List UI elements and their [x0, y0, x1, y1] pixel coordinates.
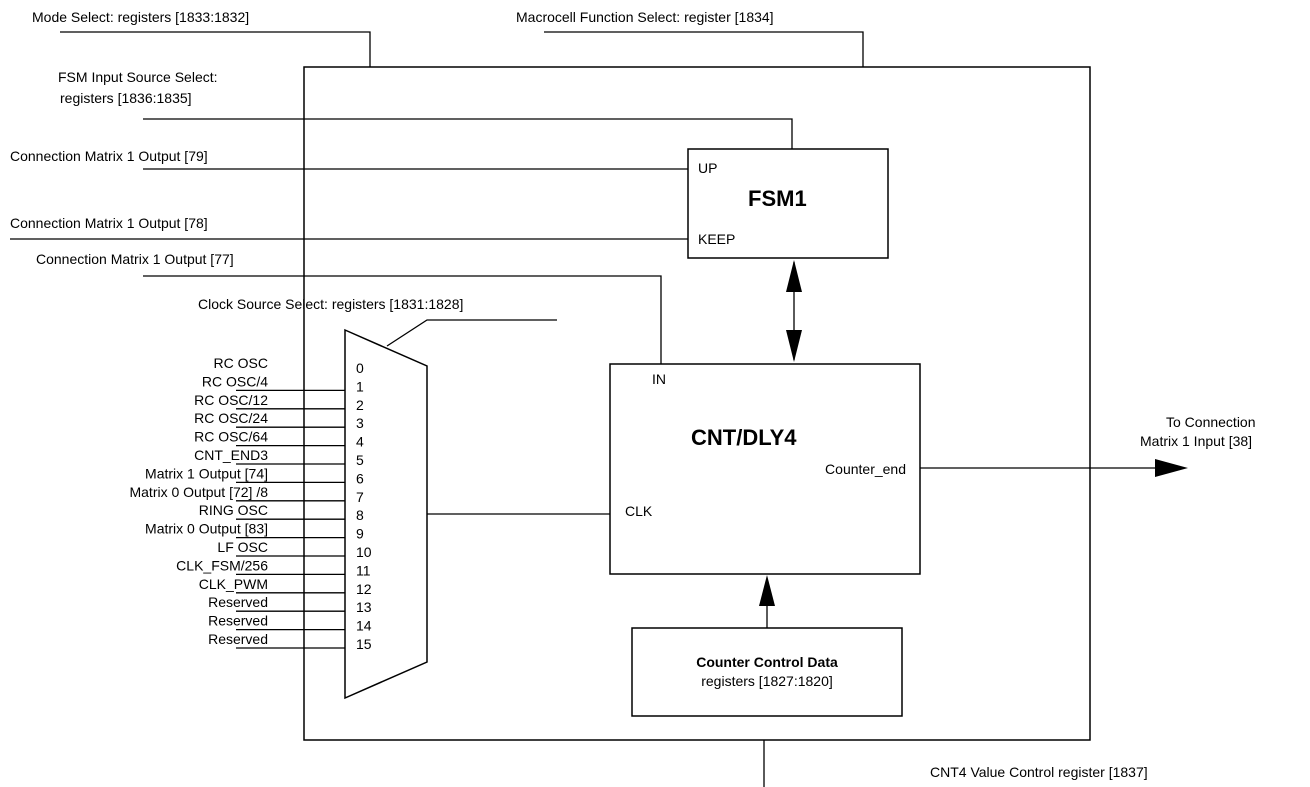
- fsm-input-label-2: registers [1836:1835]: [60, 90, 192, 106]
- mux-input-index: 4: [356, 434, 364, 450]
- mux-input-index: 12: [356, 581, 372, 597]
- mux-input-index: 11: [356, 562, 371, 578]
- cnt4-value-control-label: CNT4 Value Control register [1837]: [930, 764, 1148, 780]
- clock-source-select-lead: [386, 319, 557, 347]
- fsm-input-lead: [143, 118, 793, 149]
- mux-input-label: Reserved: [208, 613, 268, 629]
- fsm1-block: [687, 148, 889, 259]
- mux-input-label: Matrix 0 Output [72] /8: [129, 484, 268, 500]
- mux-input-index: 8: [356, 507, 364, 523]
- mux-input-label: Reserved: [208, 631, 268, 647]
- mux-input-label: RING OSC: [199, 502, 268, 518]
- fsm-input-label-1: FSM Input Source Select:: [58, 69, 218, 85]
- cm-output-77-line: [143, 275, 662, 364]
- mux-input-index: 14: [356, 618, 372, 634]
- mux-input-index: 1: [356, 378, 364, 394]
- counter-control-data-registers: registers [1827:1820]: [701, 673, 833, 689]
- mux-input-index: 5: [356, 452, 364, 468]
- counter-end-arrowhead: [1155, 459, 1188, 477]
- mux-input-index: 10: [356, 544, 372, 560]
- fsm1-title: FSM1: [748, 186, 807, 211]
- clock-mux: [344, 328, 428, 700]
- fsm-cnt-arrow-up: [786, 260, 802, 292]
- mux-input-label: RC OSC/12: [194, 392, 268, 408]
- mux-input-label: RC OSC/24: [194, 410, 268, 426]
- mode-select-label: Mode Select: registers [1833:1832]: [32, 9, 249, 25]
- clock-source-select-label: Clock Source Select: registers [1831:182…: [198, 296, 463, 312]
- macrocell-boundary: [303, 66, 1091, 741]
- counter-control-data-title: Counter Control Data: [696, 654, 838, 670]
- fsm-cnt-arrow-down: [786, 330, 802, 362]
- mux-input-label: Matrix 1 Output [74]: [145, 465, 268, 481]
- to-connection-label-1: To Connection: [1166, 414, 1256, 430]
- macrocell-select-lead: [544, 31, 864, 67]
- mux-input-label: RC OSC/64: [194, 429, 268, 445]
- mux-input-label: CNT_END3: [194, 447, 268, 463]
- mux-input-index: 13: [356, 599, 372, 615]
- cm-output-77-label: Connection Matrix 1 Output [77]: [36, 251, 234, 267]
- mux-input-label: RC OSC: [214, 355, 268, 371]
- cnt-dly4-port-in: IN: [652, 371, 666, 387]
- mux-input-label: RC OSC/4: [202, 373, 268, 389]
- mux-input-index: 7: [356, 489, 364, 505]
- mode-select-lead: [60, 31, 371, 67]
- to-connection-label-2: Matrix 1 Input [38]: [1140, 433, 1252, 449]
- clock-mux-inputs: RC OSC 0 RC OSC/4 1 RC OSC/12 2 RC OSC/24 3 RC O…: [129, 355, 371, 652]
- mux-input-label: CLK_FSM/256: [176, 557, 268, 573]
- cm-output-78-label: Connection Matrix 1 Output [78]: [10, 215, 208, 231]
- counter-control-data-block: [631, 627, 903, 717]
- macrocell-select-label: Macrocell Function Select: register [183…: [516, 9, 774, 25]
- mux-input-label: CLK_PWM: [199, 576, 268, 592]
- control-data-arrowhead: [759, 575, 775, 606]
- cnt-dly4-port-clk: CLK: [625, 503, 653, 519]
- mux-input-index: 3: [356, 415, 364, 431]
- mux-input-label: LF OSC: [217, 539, 268, 555]
- cnt-dly4-block: [609, 363, 921, 575]
- cnt-dly4-port-counter-end: Counter_end: [825, 461, 906, 477]
- mux-input-index: 0: [356, 360, 364, 376]
- mux-input-label: Matrix 0 Output [83]: [145, 521, 268, 537]
- mux-input-index: 9: [356, 526, 364, 542]
- mux-input-index: 15: [356, 636, 372, 652]
- fsm1-port-up: UP: [698, 160, 717, 176]
- fsm1-port-keep: KEEP: [698, 231, 735, 247]
- mux-input-index: 2: [356, 397, 364, 413]
- mux-input-label: Reserved: [208, 594, 268, 610]
- cnt-dly4-title: CNT/DLY4: [691, 425, 797, 450]
- mux-input-index: 6: [356, 470, 364, 486]
- cm-output-79-label: Connection Matrix 1 Output [79]: [10, 148, 208, 164]
